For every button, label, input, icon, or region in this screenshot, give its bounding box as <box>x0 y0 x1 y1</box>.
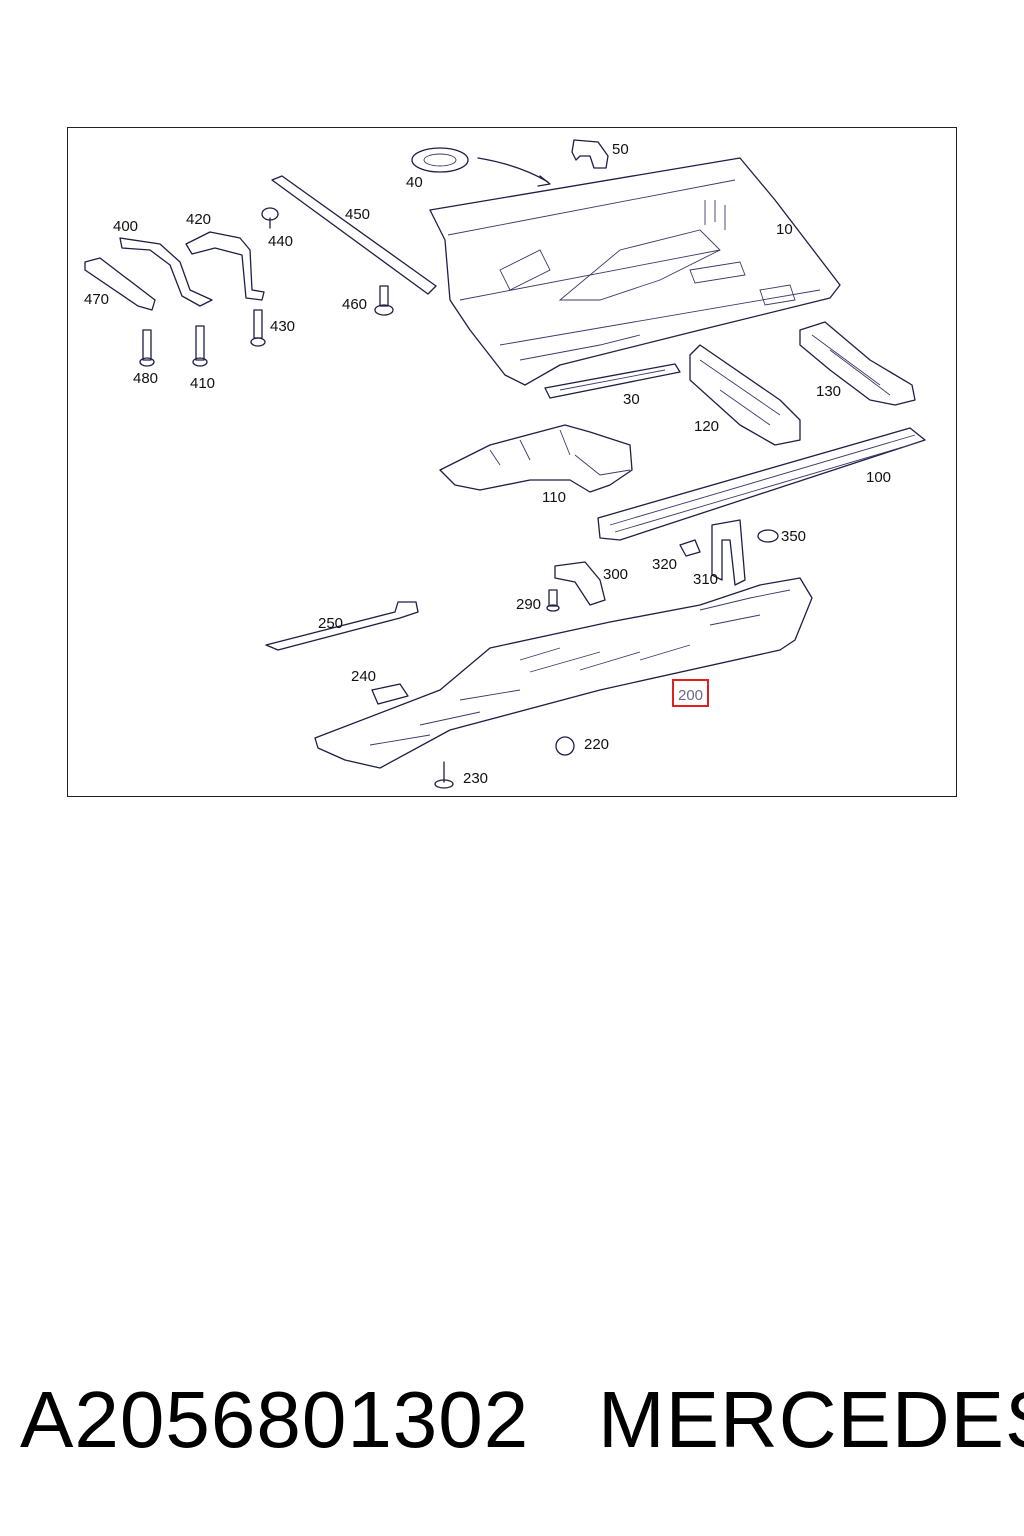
clip-part-320 <box>679 539 701 557</box>
callout-40: 40 <box>406 174 423 191</box>
highlight-box-200 <box>672 679 709 707</box>
callout-300: 300 <box>603 566 628 583</box>
callout-200: 200 <box>678 687 703 704</box>
nut-part-440 <box>261 207 279 229</box>
bolt-part-410 <box>192 325 208 367</box>
callout-50: 50 <box>612 141 629 158</box>
tunnel-panel-part-110 <box>439 424 633 493</box>
bracket-part-420 <box>185 231 265 301</box>
floor-panel-part-10 <box>429 157 841 386</box>
callout-120: 120 <box>694 418 719 435</box>
callout-470: 470 <box>84 291 109 308</box>
callout-240: 240 <box>351 668 376 685</box>
fastener-part-230 <box>434 761 454 789</box>
cross-member-part-120 <box>689 344 801 446</box>
callout-460: 460 <box>342 296 367 313</box>
callout-230: 230 <box>463 770 488 787</box>
callout-350: 350 <box>781 528 806 545</box>
bolt-part-480 <box>139 329 155 367</box>
strip-part-450 <box>271 175 437 295</box>
bolt-part-430 <box>250 309 266 347</box>
strap-part-470 <box>84 257 156 311</box>
callout-100: 100 <box>866 469 891 486</box>
callout-130: 130 <box>816 383 841 400</box>
callout-290: 290 <box>516 596 541 613</box>
underbody-panel-part-200 <box>314 577 813 769</box>
callout-310: 310 <box>693 571 718 588</box>
exploded-parts-diagram: 10 30 40 50 100 110 120 130 200 220 230 … <box>84 139 926 789</box>
rod-part-250 <box>265 601 419 651</box>
callout-10: 10 <box>776 221 793 238</box>
callout-400: 400 <box>113 218 138 235</box>
clip-part-220 <box>555 736 575 756</box>
callout-320: 320 <box>652 556 677 573</box>
sill-part-100 <box>597 427 926 541</box>
callout-30: 30 <box>623 391 640 408</box>
callout-420: 420 <box>186 211 211 228</box>
brand-name: MERCEDES <box>598 1375 1024 1464</box>
pad-part-240 <box>371 683 409 705</box>
callout-220: 220 <box>584 736 609 753</box>
callout-410: 410 <box>190 375 215 392</box>
bracket-part-400 <box>119 237 213 307</box>
callout-250: 250 <box>318 615 343 632</box>
grommet-part-40 <box>411 147 551 187</box>
rear-member-part-130 <box>799 321 916 406</box>
plug-part-350 <box>757 529 779 543</box>
bolt-part-290 <box>546 589 560 612</box>
bracket-part-310 <box>711 519 746 586</box>
bracket-part-50 <box>571 139 609 169</box>
parts-diagram-frame <box>67 127 957 797</box>
footer-caption: A2056801302 MERCEDES <box>0 1370 1024 1470</box>
strip-part-30 <box>544 363 681 399</box>
callout-110: 110 <box>542 489 566 506</box>
callout-430: 430 <box>270 318 295 335</box>
callout-450: 450 <box>345 206 370 223</box>
bracket-part-300 <box>554 561 606 606</box>
callout-480: 480 <box>133 370 158 387</box>
bolt-part-460 <box>374 285 394 316</box>
part-number: A2056801302 <box>20 1375 530 1464</box>
callout-440: 440 <box>268 233 293 250</box>
